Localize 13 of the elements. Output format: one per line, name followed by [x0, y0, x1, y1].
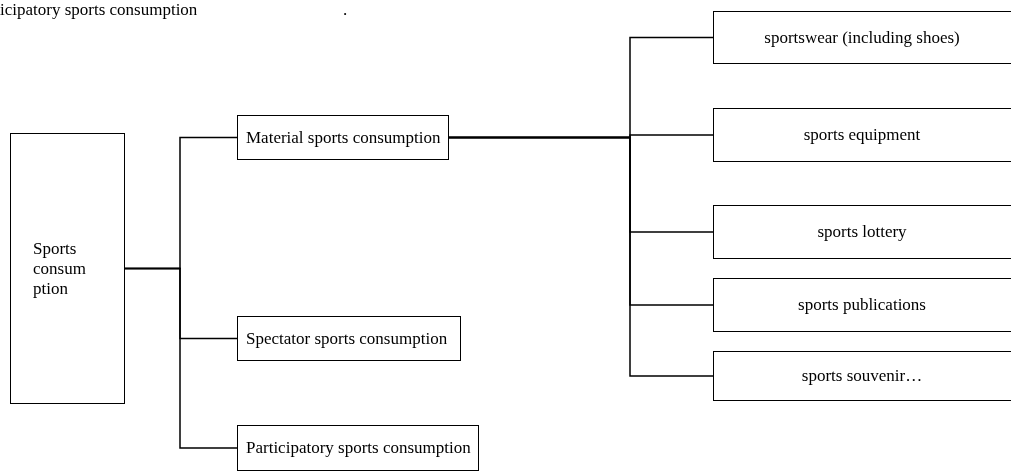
cut-off-text: . — [343, 1, 348, 18]
category-box: sports lottery — [713, 205, 1011, 259]
category-box: Participatory sports consumption — [237, 425, 479, 471]
cut-off-text: icipatory sports consumption — [0, 1, 198, 18]
category-box: Spectator sports consumption — [237, 316, 461, 361]
category-box: sports publications — [713, 278, 1011, 332]
category-box: sports equipment — [713, 108, 1011, 162]
connector-line — [448, 136, 714, 377]
category-box: Sports consum ption — [10, 133, 125, 404]
category-box: sportswear (including shoes) — [713, 11, 1011, 64]
category-box: sports souvenir… — [713, 351, 1011, 401]
category-box: Material sports consumption — [237, 115, 449, 160]
connector-line — [124, 267, 238, 449]
